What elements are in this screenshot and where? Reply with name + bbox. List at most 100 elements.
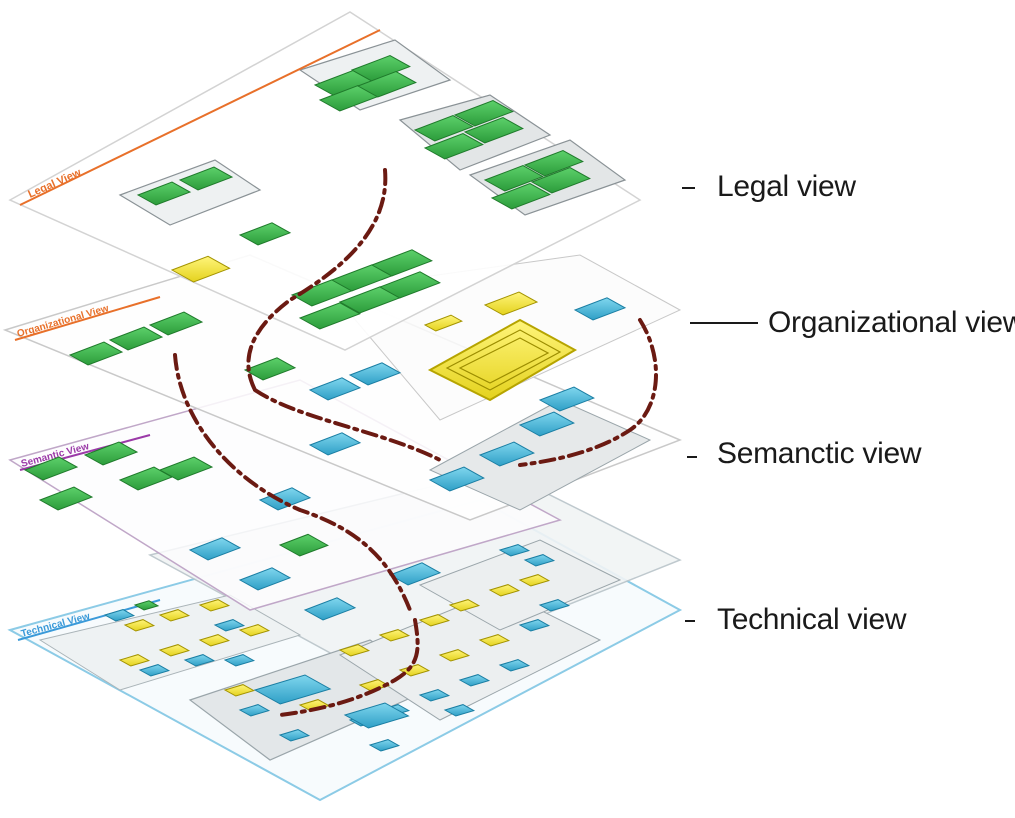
organizational-group-right bbox=[428, 399, 652, 511]
legal-component-box bbox=[530, 167, 591, 194]
organizational-blue-box bbox=[518, 411, 575, 437]
semantic-green-box bbox=[23, 456, 79, 481]
legal-component-box bbox=[370, 249, 433, 277]
semantic-green-box bbox=[38, 486, 94, 511]
organizational-view-leader bbox=[690, 322, 758, 324]
technical-blue-box bbox=[138, 664, 171, 677]
technical-blue-box bbox=[418, 689, 451, 702]
technical-yellow-box bbox=[198, 599, 231, 612]
organizational-yellow-box bbox=[483, 291, 539, 316]
technical-yellow-box bbox=[198, 634, 231, 647]
technical-central-component bbox=[253, 674, 332, 705]
trace-tech-bottom bbox=[278, 618, 420, 717]
legal-component-box bbox=[178, 166, 234, 191]
legal-note-box bbox=[170, 255, 231, 283]
semantic-view-label: Semanctic view bbox=[717, 437, 922, 470]
technical-blue-box bbox=[458, 674, 491, 687]
legal-component-box bbox=[423, 133, 484, 160]
legal-component-box bbox=[238, 222, 292, 246]
semantic-components bbox=[23, 441, 442, 621]
organizational-blue-box bbox=[428, 466, 485, 492]
technical-blue-box bbox=[368, 739, 401, 752]
technical-group-left bbox=[38, 594, 302, 691]
legal-title-rule bbox=[19, 29, 381, 206]
organizational-green-box bbox=[68, 341, 124, 366]
legal-component-box bbox=[453, 100, 514, 127]
semantic-shield-shape bbox=[278, 533, 329, 557]
technical-blue-box bbox=[523, 554, 556, 567]
trace-right-arc bbox=[518, 318, 658, 467]
semantic-view-leader bbox=[687, 456, 697, 458]
technical-yellow-box bbox=[518, 574, 551, 587]
technical-blue-box bbox=[518, 619, 551, 632]
legal-component-box bbox=[136, 181, 192, 206]
technical-yellow-box bbox=[338, 644, 371, 657]
semantic-green-box bbox=[158, 456, 214, 481]
technical-yellow-box bbox=[378, 629, 411, 642]
organizational-green-box bbox=[108, 326, 164, 351]
technical-yellow-box bbox=[438, 649, 471, 662]
technical-yellow-box bbox=[118, 654, 151, 667]
semantic-blue-box bbox=[388, 562, 442, 586]
organizational-blue-box bbox=[308, 432, 362, 456]
cross-layer-trace bbox=[173, 168, 658, 717]
technical-blue-box bbox=[103, 609, 136, 622]
legal-view-label: Legal view bbox=[717, 170, 856, 203]
technical-blue-box bbox=[443, 704, 476, 717]
organizational-blue-box bbox=[538, 386, 595, 412]
semantic-blue-box bbox=[238, 567, 292, 591]
legal-component-box bbox=[523, 150, 584, 177]
technical-yellow-box bbox=[158, 644, 191, 657]
organizational-green-box bbox=[148, 311, 204, 336]
technical-yellow-box bbox=[238, 624, 271, 637]
technical-yellow-box bbox=[448, 599, 481, 612]
organizational-yellow-tag bbox=[423, 314, 463, 332]
technical-server-component bbox=[343, 702, 410, 729]
trace-down-left bbox=[173, 353, 412, 612]
technical-blue-box bbox=[213, 619, 246, 632]
organizational-blue-box bbox=[478, 441, 535, 467]
technical-blue-box bbox=[183, 654, 216, 667]
technical-yellow-box bbox=[358, 679, 391, 692]
technical-yellow-box bbox=[123, 619, 156, 632]
organizational-green-box bbox=[243, 357, 297, 381]
organizational-title-rule bbox=[14, 296, 161, 341]
technical-view-label: Technical view bbox=[717, 603, 907, 636]
technical-blue-box bbox=[238, 704, 271, 717]
semantic-blue-box bbox=[188, 537, 242, 561]
technical-title-rule bbox=[17, 599, 161, 641]
technical-yellow-box bbox=[223, 684, 256, 697]
technical-view-leader bbox=[685, 620, 695, 622]
legal-component-box bbox=[483, 165, 544, 192]
legal-component-box bbox=[463, 117, 524, 144]
legal-component-box bbox=[356, 71, 417, 98]
technical-blue-box bbox=[538, 599, 571, 612]
yellow-process-inner-1 bbox=[445, 329, 562, 391]
technical-components bbox=[103, 544, 571, 752]
technical-green-box bbox=[133, 600, 160, 611]
legal-component-box bbox=[350, 55, 411, 82]
technical-yellow-box bbox=[478, 634, 511, 647]
technical-blue-box bbox=[498, 659, 531, 672]
legal-component-box bbox=[298, 302, 361, 330]
technical-blue-box bbox=[223, 654, 256, 667]
semantic-layer: Semantic View bbox=[8, 379, 562, 621]
legal-component-box bbox=[413, 115, 474, 142]
legal-components bbox=[136, 55, 591, 330]
technical-blue-box bbox=[498, 544, 531, 557]
technical-yellow-box bbox=[158, 609, 191, 622]
trace-org-loop bbox=[253, 388, 442, 462]
technical-blue-box bbox=[278, 729, 311, 742]
organizational-blue-box bbox=[573, 297, 627, 321]
technical-yellow-box bbox=[488, 584, 521, 597]
organizational-blue-box bbox=[348, 362, 402, 386]
semantic-green-box bbox=[83, 441, 139, 466]
semantic-blue-box bbox=[258, 487, 312, 511]
trace-legal-to-org bbox=[246, 168, 388, 392]
legal-view-leader bbox=[682, 187, 695, 189]
semantic-blue-box bbox=[303, 597, 357, 621]
organizational-blue-box bbox=[308, 377, 362, 401]
organizational-view-label: Organizational view bbox=[768, 306, 1015, 339]
